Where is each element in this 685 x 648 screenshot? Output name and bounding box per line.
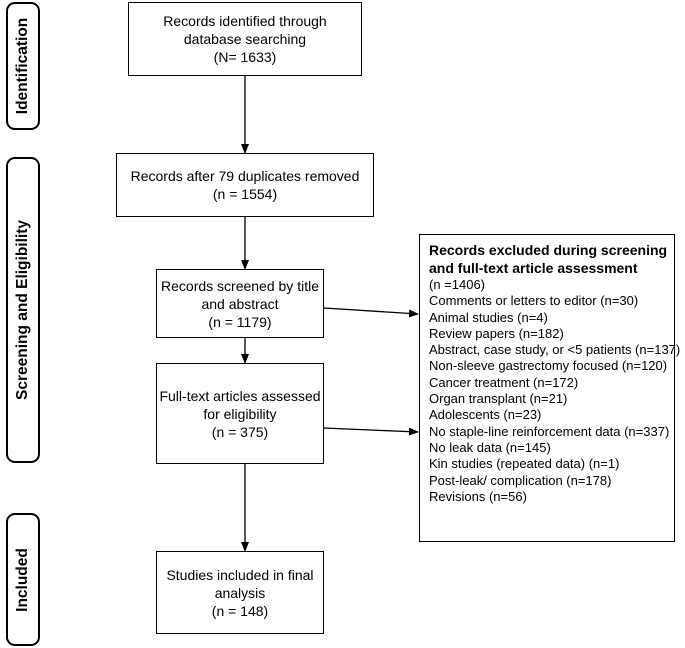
- records-excluded-box: Records excluded during screening and fu…: [419, 234, 681, 542]
- duplicates-removed-box: Records after 79 duplicates removed (n =…: [116, 153, 374, 217]
- excluded-item: No staple-line reinforcement data (n=337…: [429, 423, 670, 439]
- records-screened-line1: Records screened by title: [161, 277, 319, 294]
- duplicates-removed-count: (n = 1554): [212, 186, 278, 202]
- excluded-item: Adolescents (n=23): [429, 407, 542, 423]
- fulltext-assessed-box: Full-text articles assessed for eligibil…: [156, 363, 324, 464]
- excluded-item: Animal studies (n=4): [429, 309, 548, 325]
- included-phase-label: Included: [6, 513, 40, 646]
- fulltext-assessed-line1: Full-text articles assessed: [159, 387, 321, 404]
- excluded-item: No leak data (n=145): [429, 439, 551, 455]
- excluded-item: Comments or letters to editor (n=30): [429, 293, 639, 309]
- fulltext-assessed-count: (n = 375): [211, 423, 269, 440]
- identification-phase-label: Identification: [6, 2, 40, 130]
- studies-included-count: (n = 148): [211, 602, 269, 619]
- records-identified-box: Records identified through database sear…: [128, 2, 362, 76]
- records-identified-line2: database searching: [183, 31, 307, 47]
- excluded-item: Abstract, case study, or <5 patients (n=…: [429, 342, 681, 358]
- excluded-item: Revisions (n=56): [429, 488, 527, 504]
- fulltext-assessed-line2: for eligibility: [203, 405, 277, 422]
- records-screened-line2: and abstract: [201, 295, 279, 312]
- excluded-item: Cancer treatment (n=172): [429, 374, 579, 390]
- arrow-screened-to-excluded: [323, 307, 419, 318]
- arrow-fulltext-to-excluded: [323, 427, 419, 436]
- excluded-heading-line1: Records excluded during screening: [429, 242, 668, 258]
- duplicates-removed-line1: Records after 79 duplicates removed: [130, 168, 360, 184]
- screening-eligibility-phase-label: Screening and Eligibility: [6, 157, 40, 463]
- excluded-item: Kin studies (repeated data) (n=1): [429, 456, 620, 472]
- records-screened-box: Records screened by title and abstract (…: [156, 269, 324, 338]
- records-identified-count: (N= 1633): [213, 49, 277, 65]
- excluded-total: (n =1406): [429, 277, 486, 292]
- records-screened-count: (n = 1179): [208, 313, 272, 330]
- studies-included-line1: Studies included in final: [166, 566, 314, 583]
- excluded-heading-line2: and full-text article assessment: [429, 260, 638, 276]
- excluded-item: Review papers (n=182): [429, 325, 564, 341]
- excluded-item: Post-leak/ complication (n=178): [429, 472, 612, 488]
- studies-included-line2: analysis: [214, 584, 266, 601]
- excluded-item: Non-sleeve gastrectomy focused (n=120): [429, 358, 668, 374]
- studies-included-box: Studies included in final analysis (n = …: [156, 551, 324, 634]
- records-identified-line1: Records identified through: [163, 13, 327, 29]
- excluded-item: Organ transplant (n=21): [429, 391, 568, 407]
